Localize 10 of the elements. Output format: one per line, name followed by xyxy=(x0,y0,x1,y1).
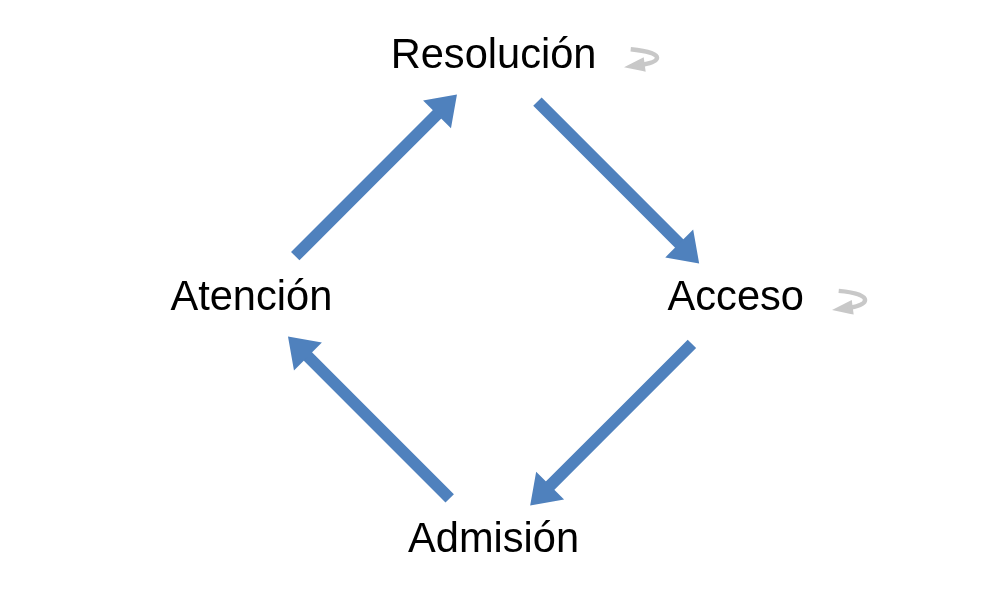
arrow xyxy=(624,47,660,72)
arrow xyxy=(291,94,457,261)
node-text: Acceso xyxy=(667,272,804,320)
node-text: Atención xyxy=(170,272,333,320)
arrow xyxy=(533,97,700,264)
arrow xyxy=(288,336,454,503)
arrow xyxy=(832,288,868,315)
node-text: Resolución xyxy=(390,30,597,78)
arrow xyxy=(530,339,697,506)
node-text: Admisión xyxy=(407,514,580,562)
